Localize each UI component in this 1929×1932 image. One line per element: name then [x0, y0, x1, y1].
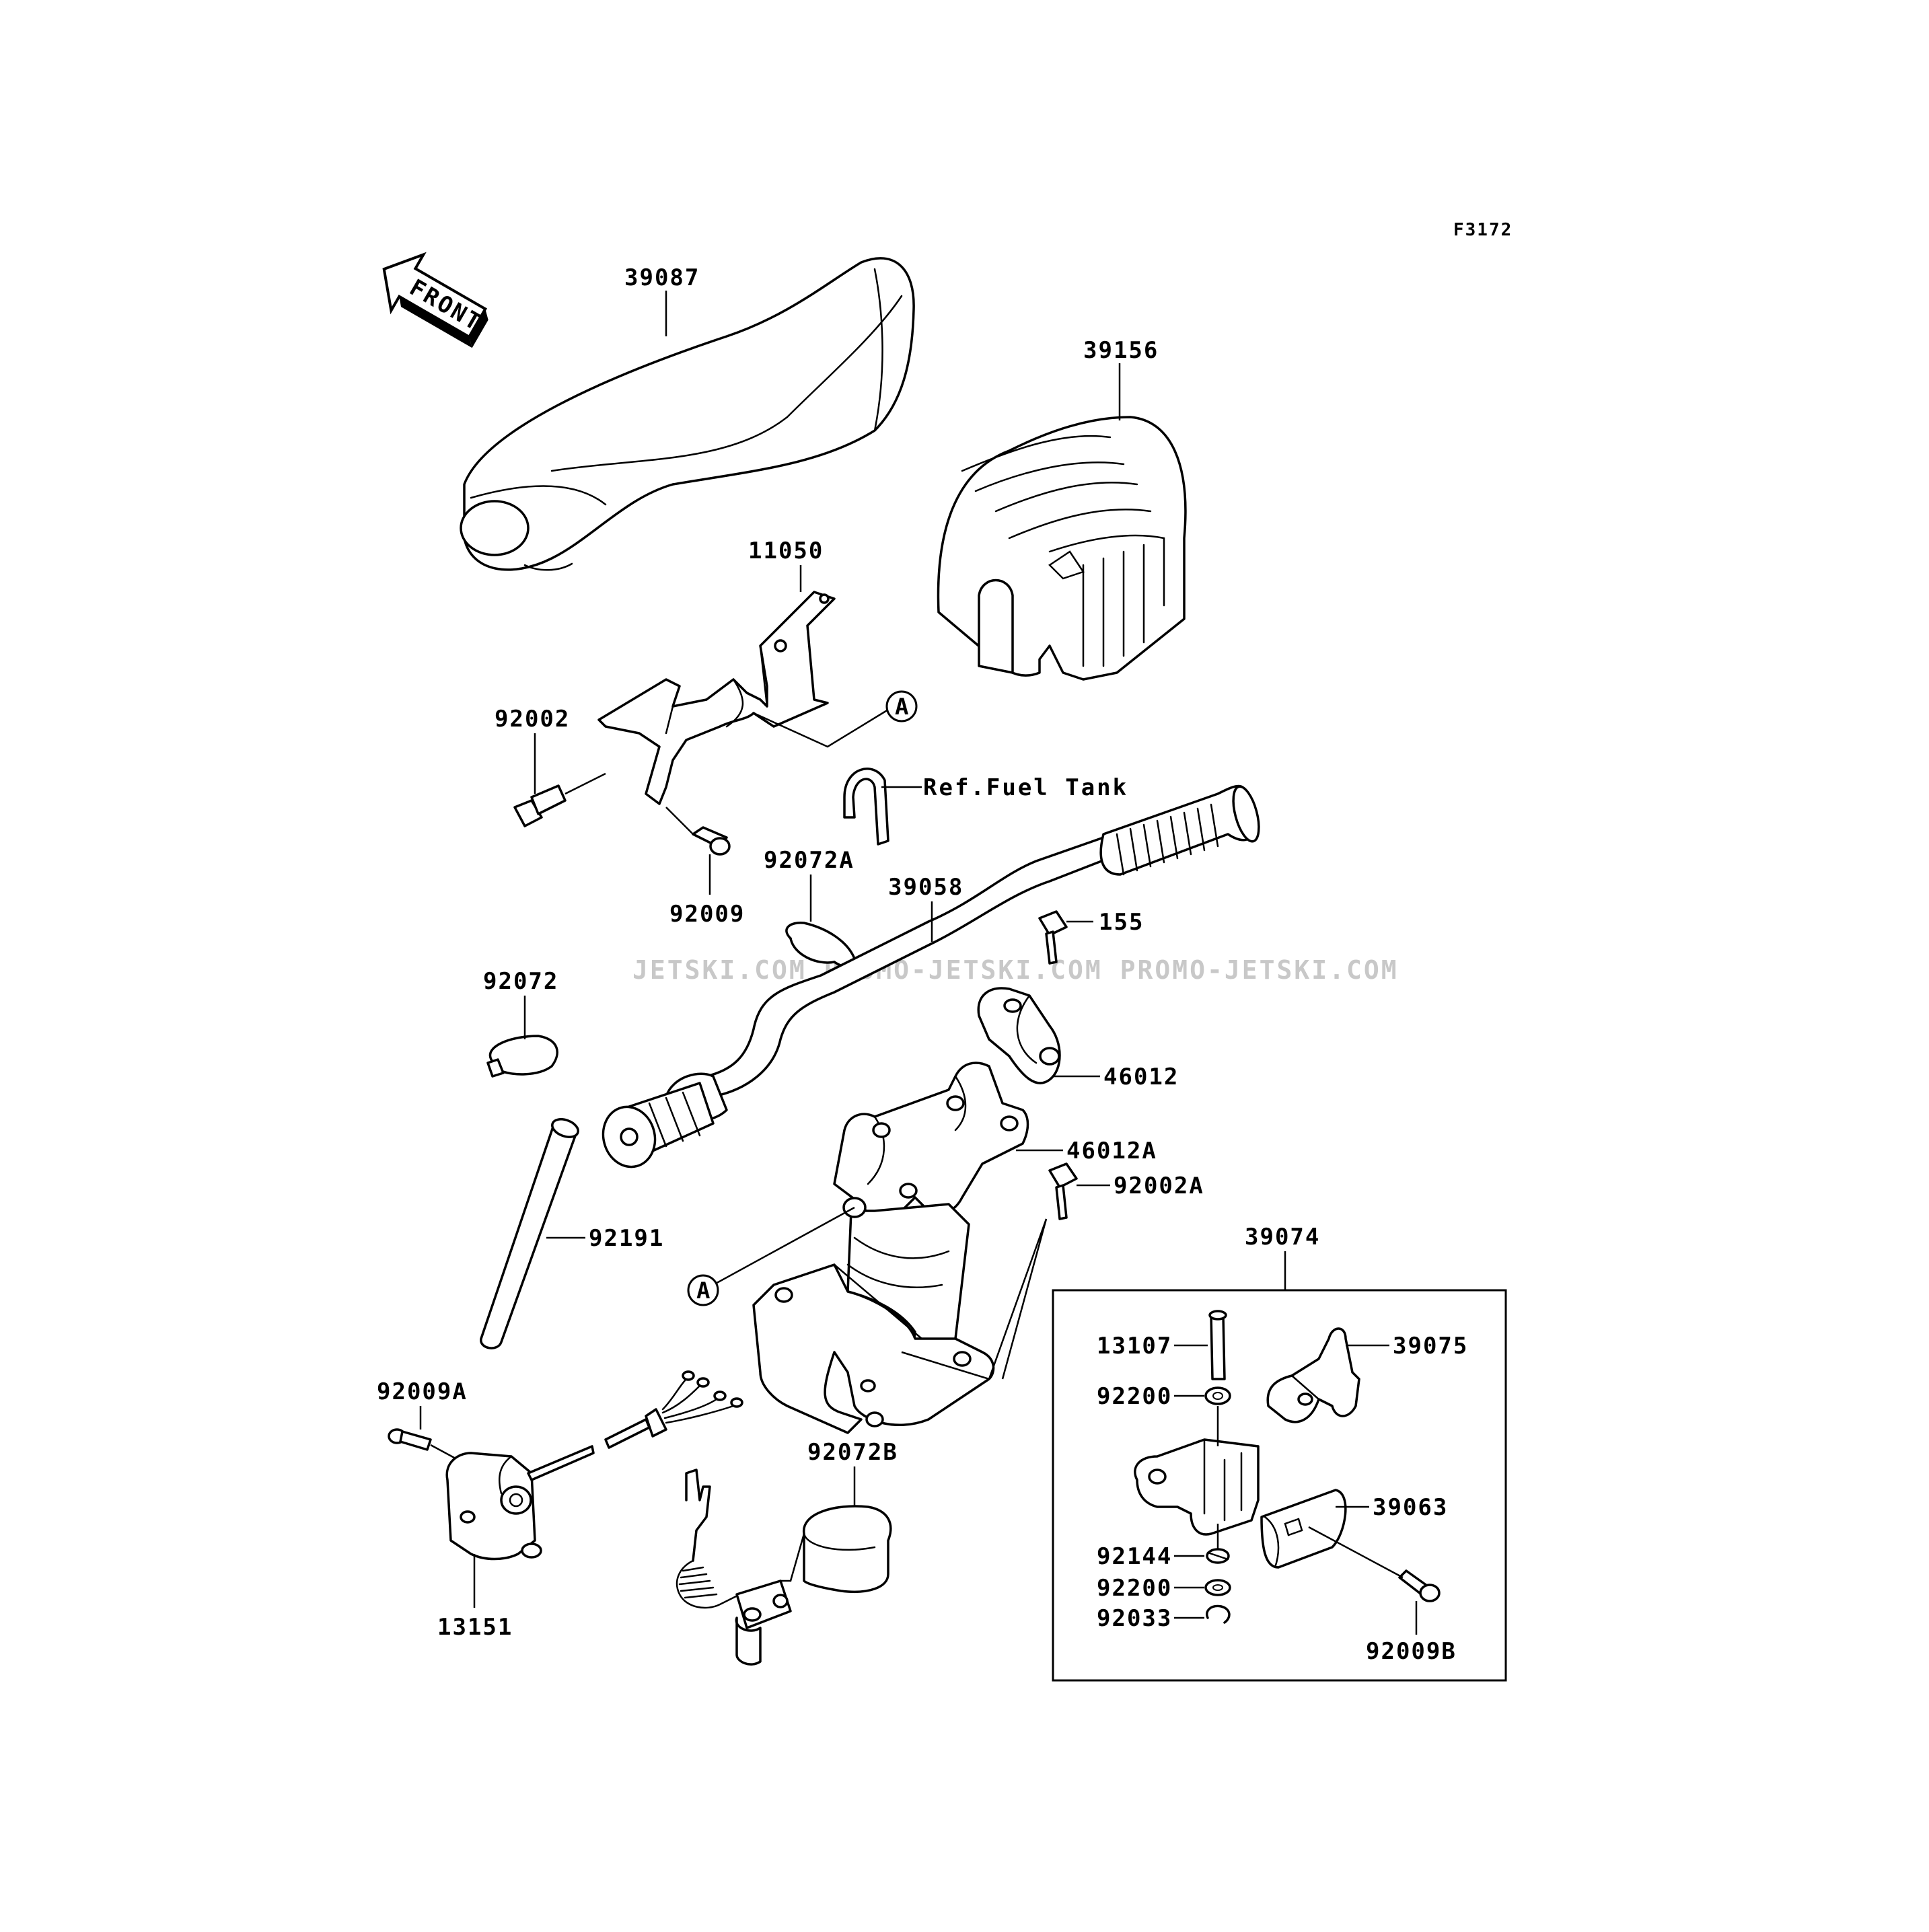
callout-39058: 39058: [888, 874, 963, 901]
seat-39087: [460, 257, 915, 571]
callout-92144: 92144: [1097, 1543, 1172, 1570]
callout-92072A: 92072A: [764, 847, 854, 874]
callout-11050: 11050: [748, 537, 824, 564]
figure-id: F3172: [1453, 220, 1513, 240]
callout-46012: 46012: [1103, 1064, 1179, 1090]
bolt-92002-icon: [513, 784, 567, 827]
callout-13107: 13107: [1097, 1333, 1172, 1360]
watermark: JETSKI.COM PROMO-JETSKI.COM PROMO-JETSKI…: [632, 955, 1399, 985]
callout-13151: 13151: [437, 1614, 513, 1641]
callout-39063: 39063: [1373, 1494, 1448, 1521]
pin-13107-icon: [1208, 1310, 1227, 1380]
bolt-155-icon: [1038, 910, 1068, 965]
screw-92009A-icon: [388, 1428, 432, 1451]
leader-ref-a-top: [753, 708, 889, 748]
bellows-39156: [937, 416, 1187, 681]
callout-92002: 92002: [495, 706, 570, 733]
lanyard-92072B: [676, 1469, 892, 1666]
spring-92144-icon: [1206, 1524, 1230, 1564]
steering-base: [752, 1263, 995, 1434]
callout-92072B: 92072B: [807, 1439, 898, 1466]
leader-92002-b: [565, 772, 606, 795]
ref-fuel-tank-label: Ref.Fuel Tank: [923, 774, 1128, 801]
screw-92009-icon: [692, 826, 731, 856]
callout-92002A: 92002A: [1114, 1173, 1204, 1199]
leader-92002A-down: [1001, 1218, 1048, 1380]
lever-39075: [1266, 1327, 1360, 1423]
leader-92009B-top: [1308, 1526, 1404, 1579]
cover-39063: [1260, 1489, 1347, 1569]
callout-92033: 92033: [1097, 1605, 1172, 1632]
callout-92072: 92072: [483, 968, 558, 995]
leader-92009-top: [665, 807, 694, 835]
callout-39074: 39074: [1245, 1224, 1320, 1251]
ref-marker-a-bottom: [687, 1274, 719, 1306]
leader-ref-a-bottom: [713, 1206, 855, 1286]
screw-92009B-icon: [1398, 1569, 1441, 1602]
callout-39087: 39087: [624, 264, 700, 291]
ref-marker-a-top: [885, 690, 918, 722]
fuel-tank-hose: [843, 768, 889, 846]
leader-92002A-base: [901, 1218, 1048, 1380]
callout-155: 155: [1099, 909, 1144, 936]
callout-92009B: 92009B: [1366, 1638, 1457, 1665]
upper-clamp-46012: [977, 987, 1061, 1084]
callout-39075: 39075: [1393, 1333, 1468, 1360]
switch-13151: [445, 1370, 743, 1561]
ref-marker-a-top-label: A: [895, 694, 910, 720]
callout-46012A: 46012A: [1066, 1138, 1157, 1164]
tube-92191: [480, 1118, 579, 1349]
bolt-92002A-icon: [1048, 1162, 1078, 1220]
callout-92009A: 92009A: [377, 1378, 468, 1405]
callout-39156: 39156: [1083, 337, 1159, 364]
bracket-11050: [597, 591, 836, 805]
callout-92200-2: 92200: [1097, 1575, 1172, 1602]
washer-92200-top-icon: [1204, 1386, 1231, 1405]
callout-92200-1: 92200: [1097, 1383, 1172, 1410]
clamp-92072-icon: [486, 1035, 558, 1078]
callout-92009: 92009: [669, 901, 745, 928]
ref-marker-a-bottom-label: A: [696, 1277, 711, 1304]
circlip-92033-icon: [1206, 1604, 1231, 1624]
throttle-housing: [1134, 1406, 1260, 1536]
handlebar-39058: [602, 784, 1260, 1168]
washer-92200-bottom-icon: [1204, 1579, 1231, 1596]
assembly-box-39074: [1052, 1289, 1507, 1682]
front-arrow-icon: FRONT: [382, 252, 488, 348]
callout-92191: 92191: [589, 1225, 664, 1252]
